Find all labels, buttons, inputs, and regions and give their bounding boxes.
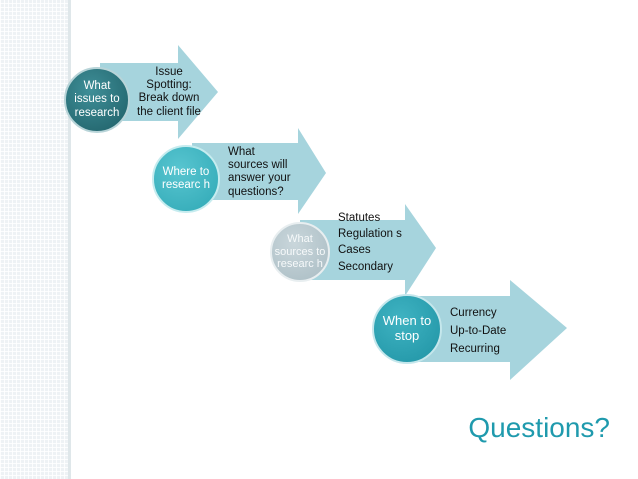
step-arrow-3 — [300, 204, 436, 296]
step-arrow-1 — [100, 45, 218, 139]
step-1-circle: What issues to research — [64, 67, 130, 133]
step-4-detail-currency: Currency — [450, 307, 497, 319]
closing-questions-text: Questions? — [468, 412, 610, 443]
step-3-details: Statutes Regulation s Cases Secondary — [338, 212, 402, 277]
step-1-details: Issue Spotting: Break down the client fi… — [136, 66, 202, 119]
step-4-details: Currency Up-to-Date Recurring — [450, 307, 540, 362]
step-2-circle-text: Where to researc h — [162, 165, 210, 191]
decorative-divider — [68, 0, 71, 479]
step-arrow-2 — [192, 128, 326, 214]
step-2-details: What sources will answer your questions? — [228, 146, 298, 199]
step-3-circle: What sources to researc h — [270, 222, 330, 282]
decorative-left-strip — [0, 0, 68, 479]
step-3-circle-text: What sources to researc h — [274, 233, 326, 271]
step-2-detail: What sources will answer your questions? — [228, 146, 291, 198]
step-1-detail: Issue Spotting: Break down the client fi… — [137, 66, 201, 118]
step-4-detail-up-to-date: Up-to-Date — [450, 325, 507, 338]
step-4-detail-recurring: Recurring — [450, 343, 500, 356]
step-3-detail-cases: Cases — [338, 244, 371, 257]
step-3-detail-statutes: Statutes — [338, 212, 381, 224]
step-arrow-4 — [410, 280, 567, 380]
step-2-circle: Where to researc h — [152, 145, 220, 213]
step-3-detail-secondary: Secondary — [338, 260, 393, 273]
step-3-detail-regulations: Regulation s — [338, 228, 402, 241]
step-4-circle-text: When to stop — [382, 313, 432, 343]
step-4-circle: When to stop — [372, 294, 442, 364]
step-1-circle-text: What issues to research — [74, 80, 120, 119]
